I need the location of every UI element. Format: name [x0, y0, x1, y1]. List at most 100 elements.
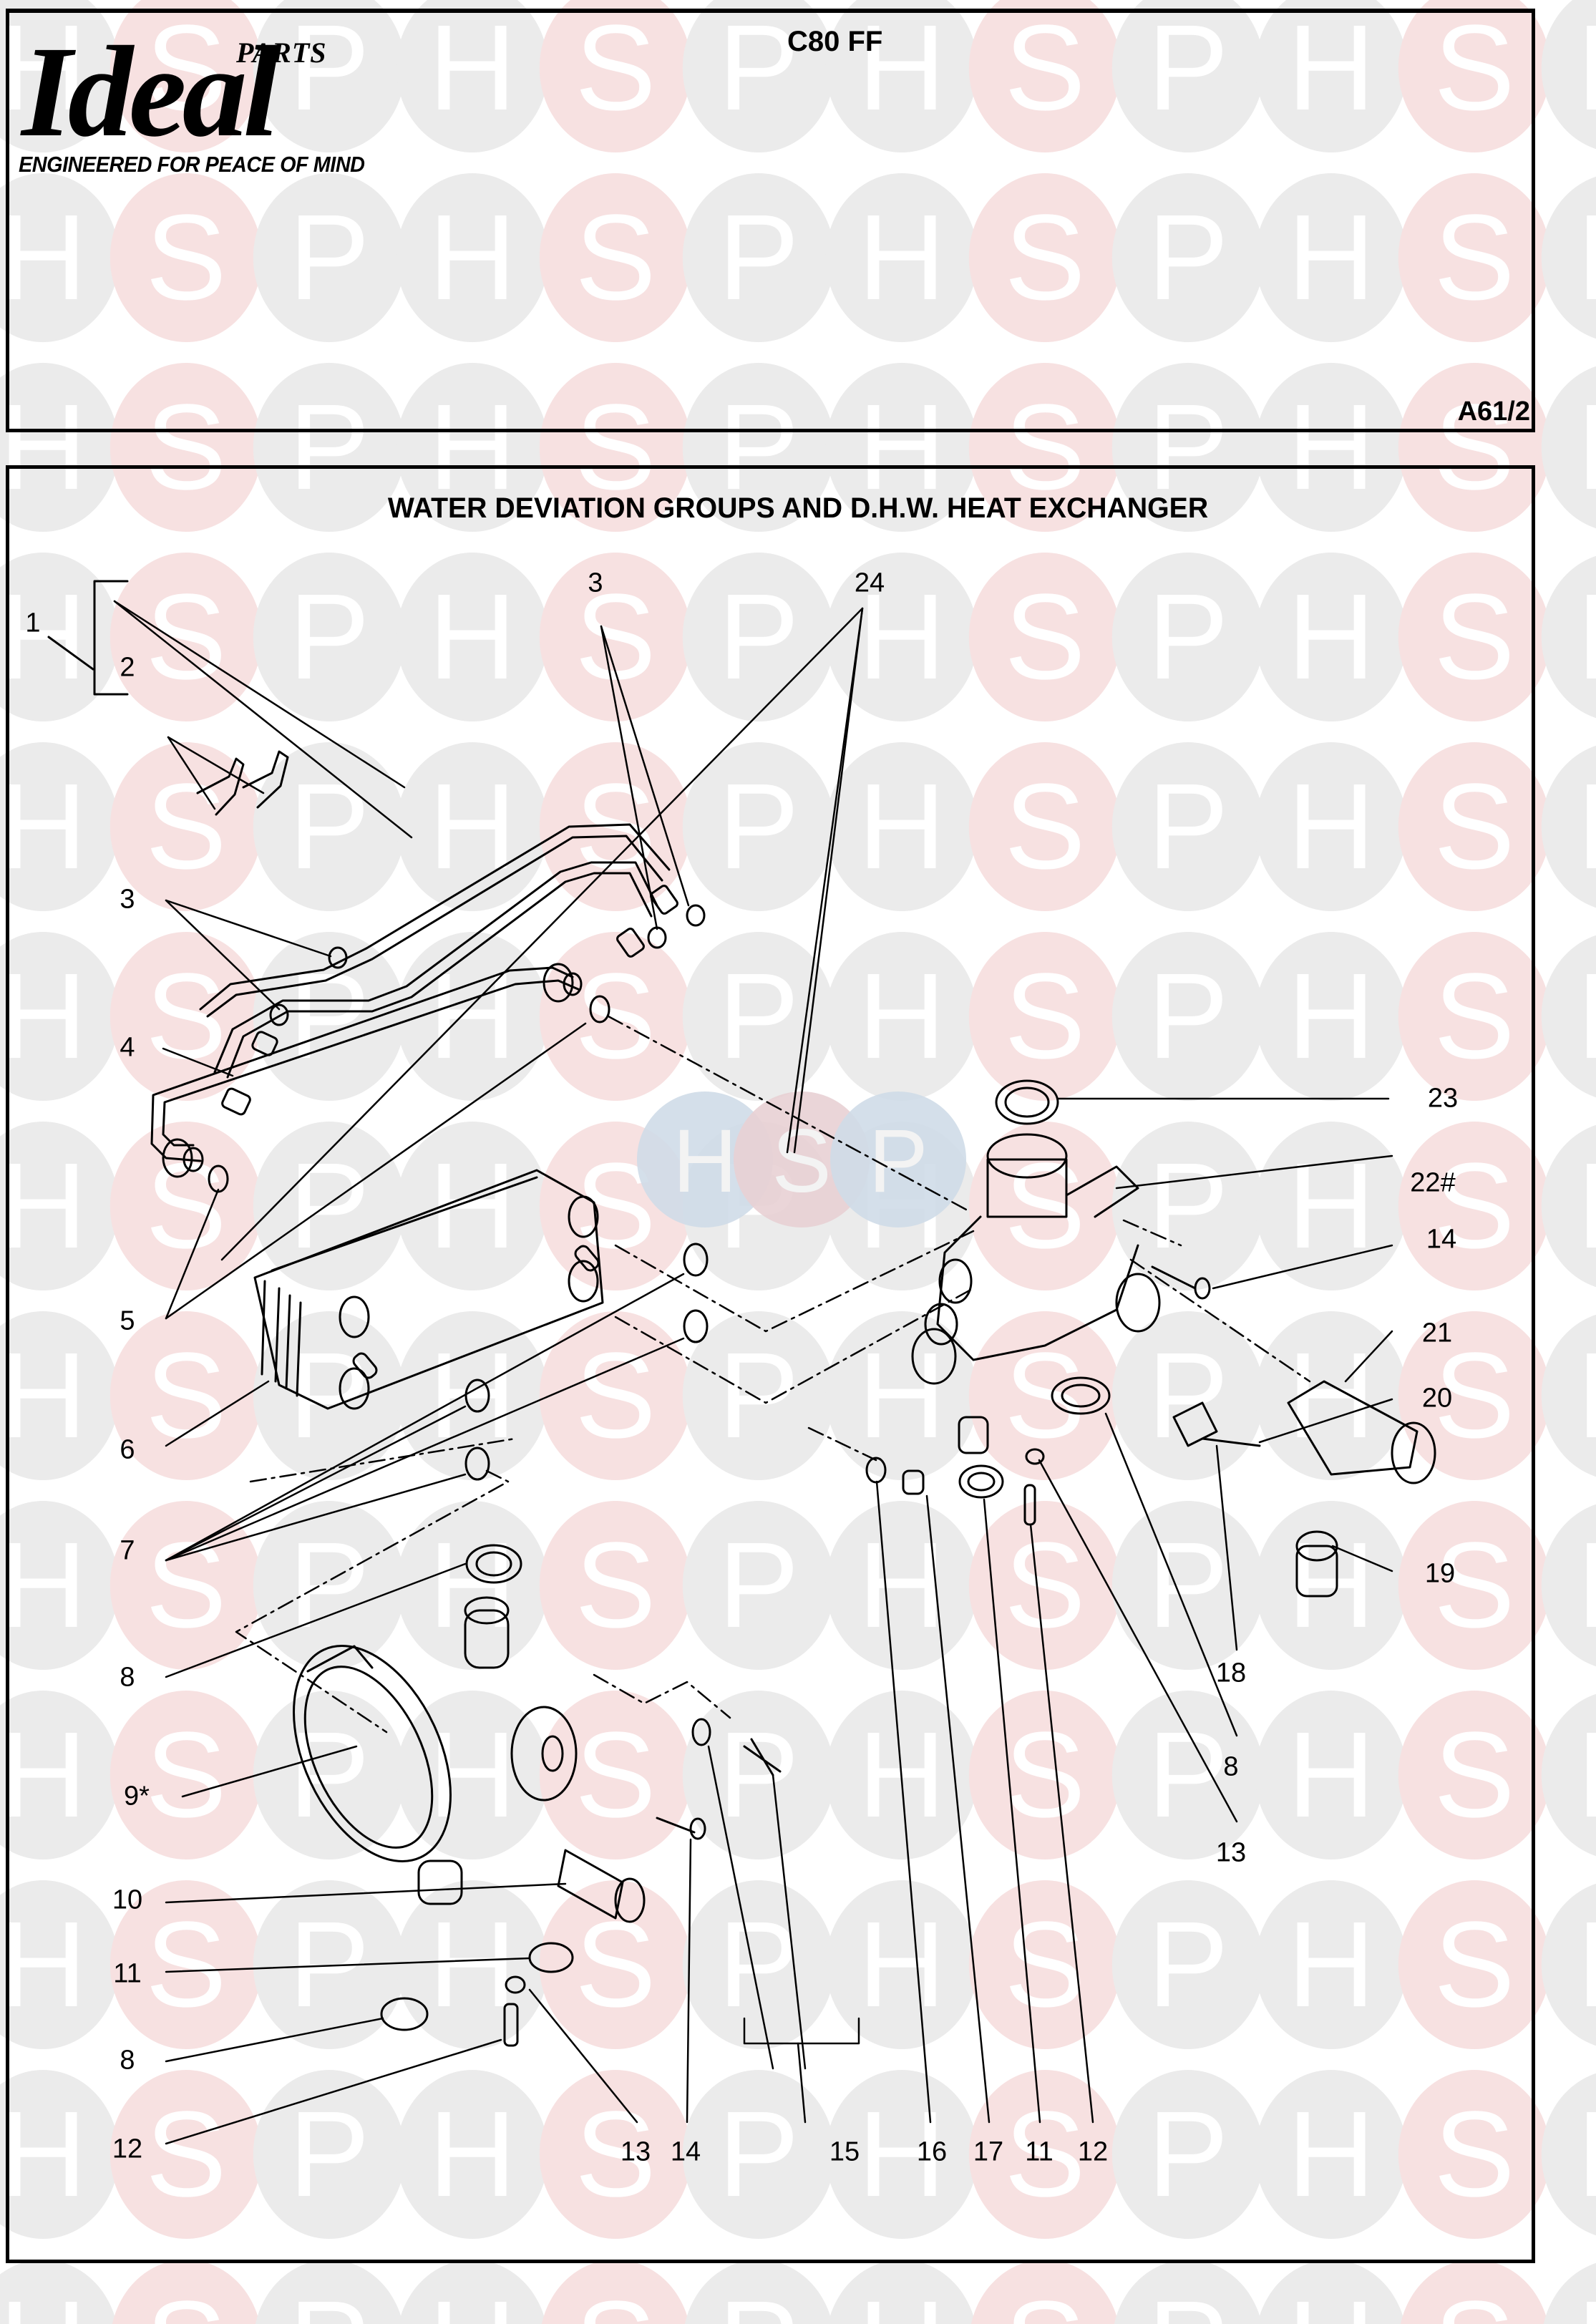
watermark-circle — [968, 553, 1121, 721]
callout-14[interactable]: 14 — [1426, 1224, 1457, 1255]
watermark-letter: P — [718, 1707, 799, 1843]
watermark-circle — [1255, 742, 1408, 911]
watermark-circle — [110, 742, 263, 911]
watermark-letter: P — [1147, 759, 1228, 895]
callout-12[interactable]: 12 — [1077, 2136, 1109, 2167]
watermark-circle — [1111, 363, 1265, 532]
watermark-circle — [0, 1880, 120, 2049]
watermark-letter: P — [1577, 1138, 1596, 1274]
callout-3[interactable]: 3 — [588, 568, 603, 598]
watermark-letter: P — [288, 379, 369, 515]
watermark-circle — [539, 1880, 692, 2049]
watermark-letter: H — [1288, 1138, 1376, 1274]
watermark-circle — [0, 1501, 120, 1670]
watermark-letter: S — [1434, 1138, 1514, 1274]
watermark-circle — [1541, 0, 1596, 150]
watermark-circle — [0, 742, 120, 911]
watermark-letter: H — [429, 1707, 517, 1843]
watermark-letter: S — [1434, 948, 1514, 1084]
callout-10[interactable]: 10 — [112, 1885, 143, 1915]
watermark-circle — [1111, 173, 1265, 342]
watermark-letter: H — [429, 0, 517, 136]
watermark-letter: S — [1434, 1707, 1514, 1843]
watermark-circle — [970, 2260, 1119, 2324]
callout-4[interactable]: 4 — [120, 1032, 135, 1063]
watermark-letter: S — [1434, 0, 1514, 136]
watermark-circle — [968, 932, 1121, 1101]
watermark-circle — [0, 932, 120, 1101]
watermark-letter: S — [575, 1897, 656, 2033]
watermark-letter: P — [1147, 948, 1228, 1084]
watermark-letter: P — [718, 2276, 799, 2324]
watermark-letter: H — [0, 1328, 87, 1464]
callout-2[interactable]: 2 — [120, 652, 135, 683]
watermark-circle — [968, 742, 1121, 911]
watermark-letter: H — [0, 948, 87, 1084]
callout-24[interactable]: 24 — [854, 568, 885, 598]
pipe-assembly-2 — [199, 823, 678, 1116]
leader-lines — [113, 600, 1393, 2145]
callout-21[interactable]: 21 — [1421, 1318, 1453, 1348]
callout-20[interactable]: 20 — [1421, 1383, 1453, 1414]
watermark-letter: P — [1577, 759, 1596, 895]
callout-8[interactable]: 8 — [1223, 1751, 1239, 1782]
watermark-letter: S — [575, 2086, 656, 2222]
watermark-circle — [253, 1880, 406, 2049]
callout-8[interactable]: 8 — [120, 1662, 135, 1693]
callout-12[interactable]: 12 — [112, 2134, 143, 2164]
callout-18[interactable]: 18 — [1215, 1658, 1247, 1688]
watermark-circle — [1541, 2073, 1596, 2236]
watermark-circle — [396, 932, 549, 1101]
bracket-1-2 — [47, 580, 129, 696]
watermark-letter: H — [1288, 379, 1376, 515]
diagram-frame — [6, 465, 1535, 2263]
watermark-letter: S — [1004, 190, 1085, 326]
watermark-circle — [825, 553, 978, 721]
watermark-letter: H — [0, 569, 87, 705]
callout-7[interactable]: 7 — [120, 1535, 135, 1566]
watermark-letter: H — [858, 1897, 946, 2033]
diagram-title: WATER DEVIATION GROUPS AND D.H.W. HEAT E… — [387, 492, 1209, 524]
callout-15[interactable]: 15 — [829, 2136, 860, 2167]
watermark-letter: P — [718, 2086, 799, 2222]
callout-1[interactable]: 1 — [25, 608, 41, 638]
watermark-letter: H — [0, 1517, 87, 1653]
callout-23[interactable]: 23 — [1427, 1083, 1459, 1114]
watermark-letter: P — [288, 2086, 369, 2222]
watermark-letter: P — [288, 0, 369, 136]
watermark-circle — [825, 363, 978, 532]
callout-13[interactable]: 13 — [620, 2136, 651, 2167]
watermark-letter: S — [1434, 379, 1514, 515]
callout-16[interactable]: 16 — [916, 2136, 948, 2167]
watermark-circle — [253, 173, 406, 342]
watermark-letter: P — [1147, 1707, 1228, 1843]
watermark-letter: H — [429, 2276, 517, 2324]
watermark-circle — [0, 2260, 117, 2324]
watermark-letter: P — [718, 759, 799, 895]
callout-13[interactable]: 13 — [1215, 1837, 1247, 1868]
watermark-letter: H — [858, 759, 946, 895]
callout-9[interactable]: 9* — [124, 1781, 150, 1812]
watermark-circle — [1398, 1501, 1551, 1670]
diverter-valve-22 — [911, 1079, 1161, 1454]
callout-14[interactable]: 14 — [670, 2136, 701, 2167]
callout-22[interactable]: 22# — [1410, 1167, 1456, 1198]
watermark-letter: S — [1004, 569, 1085, 705]
watermark-letter: S — [145, 2086, 226, 2222]
callout-11[interactable]: 11 — [1025, 2136, 1054, 2167]
callout-17[interactable]: 17 — [973, 2136, 1004, 2167]
callout-11[interactable]: 11 — [113, 1958, 142, 1989]
watermark-circle — [1398, 363, 1551, 532]
watermark-letter: S — [1004, 1707, 1085, 1843]
callout-5[interactable]: 5 — [120, 1306, 135, 1336]
watermark-circle — [396, 2070, 549, 2239]
watermark-circle — [1398, 553, 1551, 721]
callout-19[interactable]: 19 — [1424, 1558, 1456, 1589]
watermark-letter: S — [1004, 2276, 1085, 2324]
callout-3[interactable]: 3 — [120, 884, 135, 915]
screws-and-sensor — [656, 1718, 782, 1840]
watermark-circle — [1541, 1693, 1596, 1857]
callout-8[interactable]: 8 — [120, 2045, 135, 2076]
callout-6[interactable]: 6 — [120, 1434, 135, 1465]
